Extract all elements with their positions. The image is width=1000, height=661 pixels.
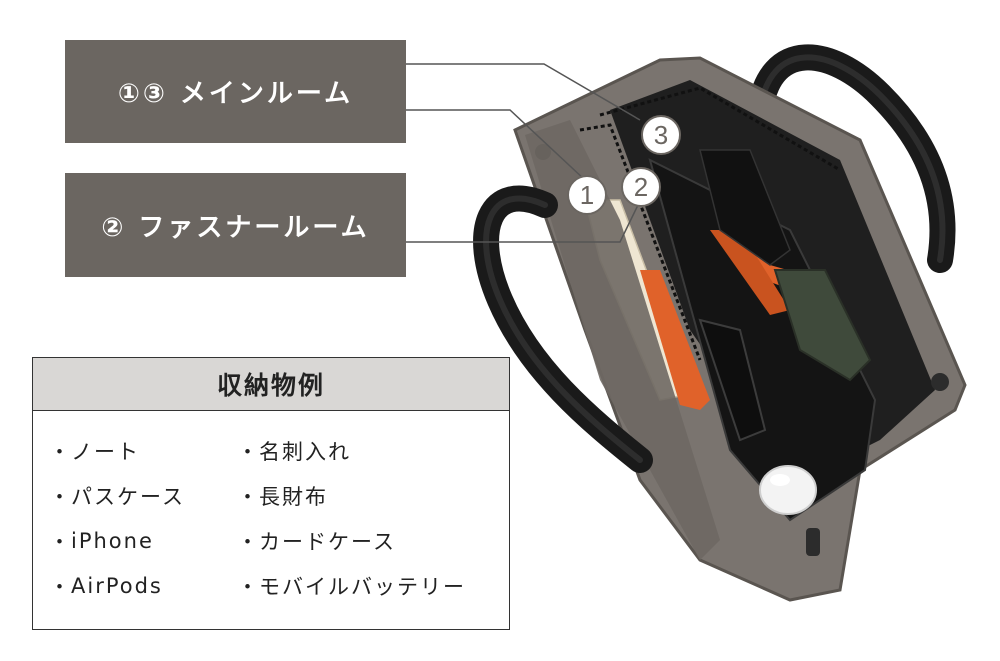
main-room-label-text: ①③ メインルーム xyxy=(117,79,354,109)
zipper-room-label-text: ② ファスナールーム xyxy=(101,212,370,243)
storage-item: ・ノート xyxy=(49,439,140,464)
storage-title: 収納物例 xyxy=(33,358,509,411)
storage-item: ・iPhone xyxy=(49,529,154,555)
main-room-label: ①③ メインルーム xyxy=(65,40,406,143)
storage-item: ・長財布 xyxy=(237,484,328,509)
storage-item: ・モバイルバッテリー xyxy=(237,575,466,600)
badge-two: 2 xyxy=(621,167,661,207)
storage-item: ・AirPods xyxy=(49,574,163,600)
badge-three: 3 xyxy=(641,115,681,155)
storage-item: ・名刺入れ xyxy=(237,439,351,464)
storage-item: ・パスケース xyxy=(49,484,185,509)
badge-one: 1 xyxy=(567,175,607,215)
storage-list: ・ノート ・名刺入れ ・パスケース ・長財布 ・iPhone ・カードケース ・… xyxy=(33,410,509,629)
zipper-room-label: ② ファスナールーム xyxy=(65,173,406,277)
storage-item: ・カードケース xyxy=(237,530,396,555)
storage-examples-panel: 収納物例 ・ノート ・名刺入れ ・パスケース ・長財布 ・iPhone ・カード… xyxy=(32,357,510,630)
